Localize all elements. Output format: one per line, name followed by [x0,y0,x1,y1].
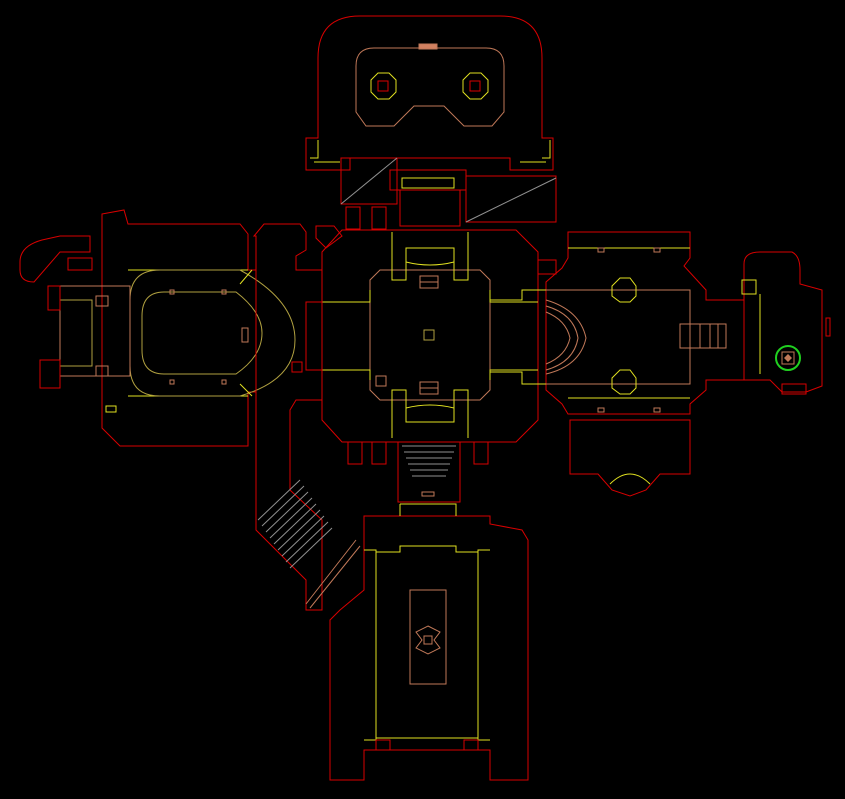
north-switch-pad [418,43,438,50]
north-room [305,15,554,171]
east-hall [490,231,745,415]
far-east-room [741,251,831,395]
west-corridor [252,223,361,611]
west-arena [19,209,296,447]
central-hall [321,229,539,465]
south-hall [329,441,529,781]
player-position-icon [775,345,801,371]
north-connector [340,157,557,230]
southeast-room [569,419,691,497]
